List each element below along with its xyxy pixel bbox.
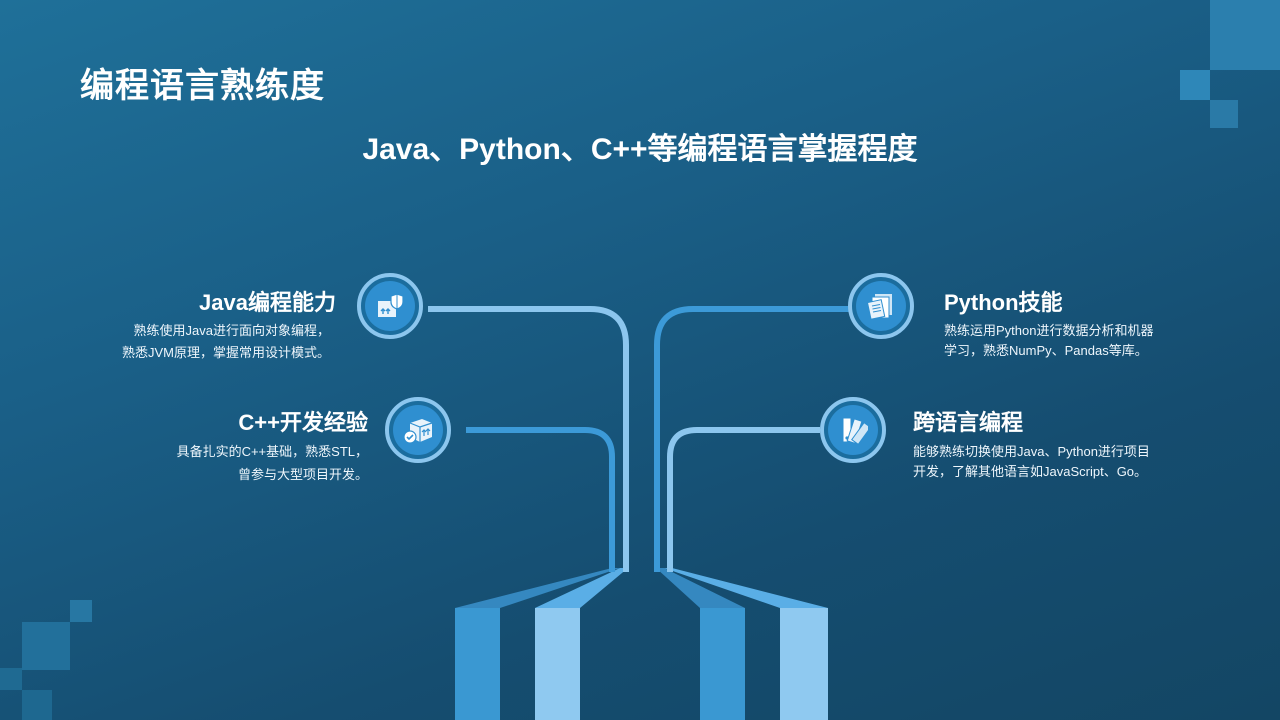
- document-stack-icon: [866, 291, 896, 321]
- connector-cpp: [466, 427, 615, 572]
- bar: [535, 608, 580, 720]
- bar: [780, 608, 828, 720]
- item-title-cross: 跨语言编程: [913, 410, 1024, 435]
- item-desc-cpp-line1: 具备扎实的C++基础，熟悉STL，: [176, 444, 368, 459]
- decor-square: [22, 690, 52, 720]
- item-desc-java-line1: 熟练使用Java进行面向对象编程，: [133, 323, 330, 338]
- page-subtitle: Java、Python、C++等编程语言掌握程度: [362, 133, 918, 166]
- swatch-fan-icon: [838, 415, 868, 445]
- node-python: [848, 273, 914, 339]
- item-desc-java-line2: 熟悉JVM原理，掌握常用设计模式。: [121, 345, 330, 360]
- item-desc-cpp-line2: 曾参与大型项目开发。: [237, 467, 368, 482]
- bar-top-face: [535, 568, 628, 608]
- page-title: 编程语言熟练度: [80, 67, 325, 105]
- bar: [700, 608, 745, 720]
- decor-square: [70, 600, 92, 622]
- bar-top-face: [664, 568, 828, 608]
- node-java: [357, 273, 423, 339]
- item-title-python: Python技能: [944, 290, 1063, 315]
- node-cross: [820, 397, 886, 463]
- decor-square: [1180, 70, 1210, 100]
- item-desc-cross-line1: 能够熟练切换使用Java、Python进行项目: [913, 444, 1150, 459]
- node-cpp: [385, 397, 451, 463]
- connector-cross: [667, 427, 820, 572]
- decor-square: [1210, 0, 1280, 70]
- bar: [455, 608, 500, 720]
- connector-python: [654, 306, 852, 572]
- item-title-cpp: C++开发经验: [238, 410, 368, 435]
- decor-square: [22, 622, 70, 670]
- item-desc-cross-line2: 开发，了解其他语言如JavaScript、Go。: [913, 464, 1148, 479]
- decor-square: [0, 668, 22, 690]
- connector-java: [428, 306, 629, 572]
- item-title-java: Java编程能力: [199, 290, 336, 315]
- package-check-icon: [402, 415, 434, 445]
- box-shield-icon: [375, 291, 405, 321]
- bar-top-face: [656, 568, 745, 608]
- bar-top-face: [455, 568, 620, 608]
- decor-square: [1210, 100, 1238, 128]
- item-desc-python-line2: 学习，熟悉NumPy、Pandas等库。: [944, 343, 1148, 358]
- item-desc-python-line1: 熟练运用Python进行数据分析和机器: [944, 323, 1154, 338]
